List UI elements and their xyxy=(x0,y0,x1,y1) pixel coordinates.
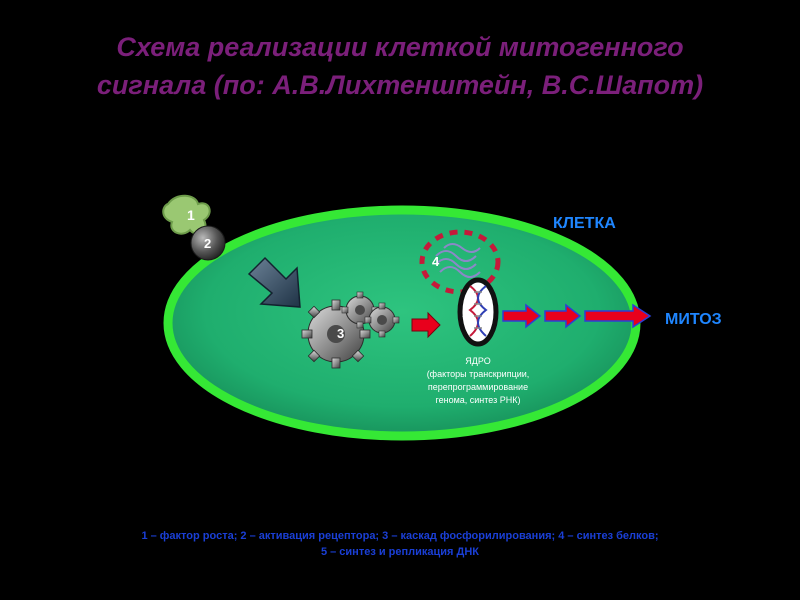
gear-cascade-icon xyxy=(301,291,400,369)
red-arrow-icon xyxy=(411,311,441,339)
signal-arrow-icon xyxy=(247,256,301,308)
marker-2: 2 xyxy=(204,236,211,251)
nucleus-label: ЯДРО xyxy=(465,356,490,366)
nucleus-detail-2: перепрограммирование xyxy=(428,382,528,392)
marker-1: 1 xyxy=(187,207,195,223)
marker-5: 5 xyxy=(462,307,469,321)
nucleus-icon xyxy=(457,277,499,347)
legend-line-1: 1 – фактор роста; 2 – активация рецептор… xyxy=(141,530,659,542)
protein-synthesis-icon xyxy=(419,229,501,295)
mitosis-label: МИТОЗ xyxy=(665,311,722,328)
mitosis-arrows-icon xyxy=(502,303,652,329)
legend-line-2: 5 – синтез и репликация ДНК xyxy=(320,546,480,558)
cell-label: КЛЕТКА xyxy=(553,215,616,232)
receptor-icon xyxy=(190,225,226,261)
marker-3: 3 xyxy=(337,326,344,341)
title-line-1: Схема реализации клеткой митогенного xyxy=(116,32,684,62)
title-line-2: сигнала (по: А.В.Лихтенштейн, В.С.Шапот) xyxy=(96,70,704,100)
diagram-title: Схема реализации клеткой митогенного сиг… xyxy=(0,28,800,104)
marker-4: 4 xyxy=(432,254,440,269)
nucleus-caption: ЯДРО (факторы транскрипции, перепрограмм… xyxy=(427,356,530,405)
gear-small-icon xyxy=(364,302,400,338)
legend: 1 – фактор роста; 2 – активация рецептор… xyxy=(0,528,800,560)
nucleus-detail-1: (факторы транскрипции, xyxy=(427,369,530,379)
nucleus-detail-3: генома, синтез РНК) xyxy=(436,395,521,405)
